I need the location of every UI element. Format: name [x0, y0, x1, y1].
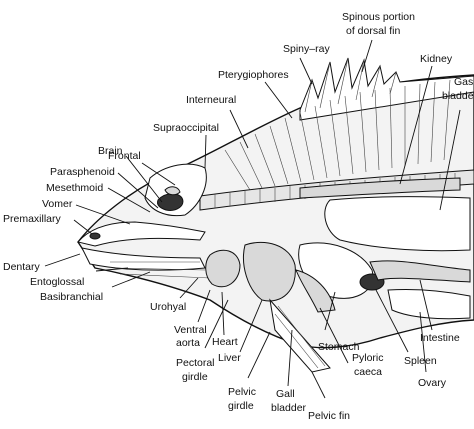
label-pelvic-girdle-1: Pelvic [228, 386, 256, 398]
label-dentary: Dentary [3, 261, 41, 273]
label-spleen: Spleen [404, 355, 437, 367]
label-entoglossal: Entoglossal [30, 276, 84, 288]
leader-lines [44, 39, 461, 399]
label-gall-bladder-1: Gall [276, 388, 295, 400]
skull [144, 163, 207, 217]
label-vomer: Vomer [42, 198, 73, 210]
label-basibranchial: Basibranchial [40, 291, 103, 303]
label-brain: Brain [98, 145, 123, 157]
label-stomach: Stomach [318, 341, 360, 353]
label-parasphenoid: Parasphenoid [50, 166, 115, 178]
gas-bladder-shape [324, 196, 471, 252]
label-pyloric-caeca-2: caeca [354, 366, 382, 378]
labels: Spinous portion of dorsal fin Spiny–ray … [3, 11, 474, 422]
label-gas-bladder-1: Gas [454, 76, 473, 88]
liver-shape [243, 241, 296, 302]
kidney-shape [299, 177, 461, 199]
label-pterygiophores: Pterygiophores [218, 69, 289, 81]
dorsal-fin [299, 57, 474, 121]
label-gas-bladder-2: bladder [442, 90, 474, 102]
label-ovary: Ovary [418, 377, 447, 389]
gill-region [110, 261, 211, 279]
label-intestine: Intestine [420, 332, 460, 344]
ovary-shape [387, 288, 471, 320]
label-gall-bladder-2: bladder [271, 402, 307, 414]
label-mesethmoid: Mesethmoid [46, 182, 103, 194]
label-premaxillary: Premaxillary [3, 213, 62, 225]
intestine-shape [369, 260, 471, 283]
label-kidney: Kidney [420, 53, 453, 65]
label-liver: Liver [218, 352, 241, 364]
label-interneural: Interneural [186, 94, 236, 106]
label-ventral-aorta-1: Ventral [174, 324, 207, 336]
label-pelvic-fin: Pelvic fin [308, 410, 350, 422]
pyloric-caeca-shape [295, 269, 336, 313]
heart-shape [205, 249, 241, 288]
pterygiophores-bones [224, 79, 451, 191]
label-pectoral-girdle-2: girdle [182, 371, 208, 383]
label-pelvic-girdle-2: girdle [228, 400, 254, 412]
jaws [77, 221, 206, 271]
label-pyloric-caeca-1: Pyloric [352, 352, 384, 364]
label-spiny-ray: Spiny–ray [283, 43, 330, 55]
label-frontal: Frontal [108, 150, 141, 162]
label-supraoccipital: Supraoccipital [153, 122, 219, 134]
label-pectoral-girdle-1: Pectoral [176, 357, 215, 369]
label-spinous-portion-1: Spinous portion [342, 11, 415, 23]
label-urohyal: Urohyal [150, 301, 186, 313]
label-ventral-aorta-2: aorta [176, 337, 200, 349]
label-heart: Heart [212, 336, 238, 348]
label-spinous-portion-2: of dorsal fin [346, 25, 400, 37]
